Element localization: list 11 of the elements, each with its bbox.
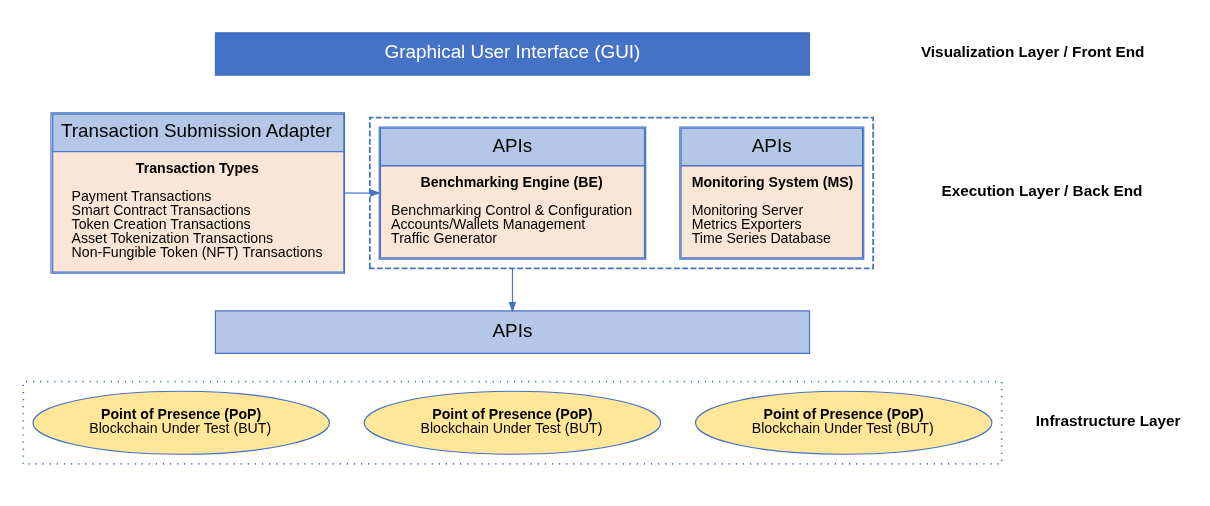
node-ellipse: Point of Presence (PoP) Blockchain Under Test (BUT): [32, 390, 330, 455]
node-box: Graphical User Interface (GUI): [214, 32, 811, 76]
node-box: APIs: [214, 310, 811, 354]
cluster: [22, 380, 1003, 465]
label: Infrastructure Layer: [1035, 411, 1181, 429]
arrow: [508, 267, 517, 313]
label: Execution Layer / Back End: [941, 181, 1143, 199]
label: Visualization Layer / Front End: [920, 42, 1145, 60]
node-ellipse: Point of Presence (PoP) Blockchain Under Test (BUT): [363, 390, 662, 455]
arrow: [344, 189, 381, 197]
node-ellipse: Point of Presence (PoP) Blockchain Under Test (BUT): [694, 390, 993, 455]
